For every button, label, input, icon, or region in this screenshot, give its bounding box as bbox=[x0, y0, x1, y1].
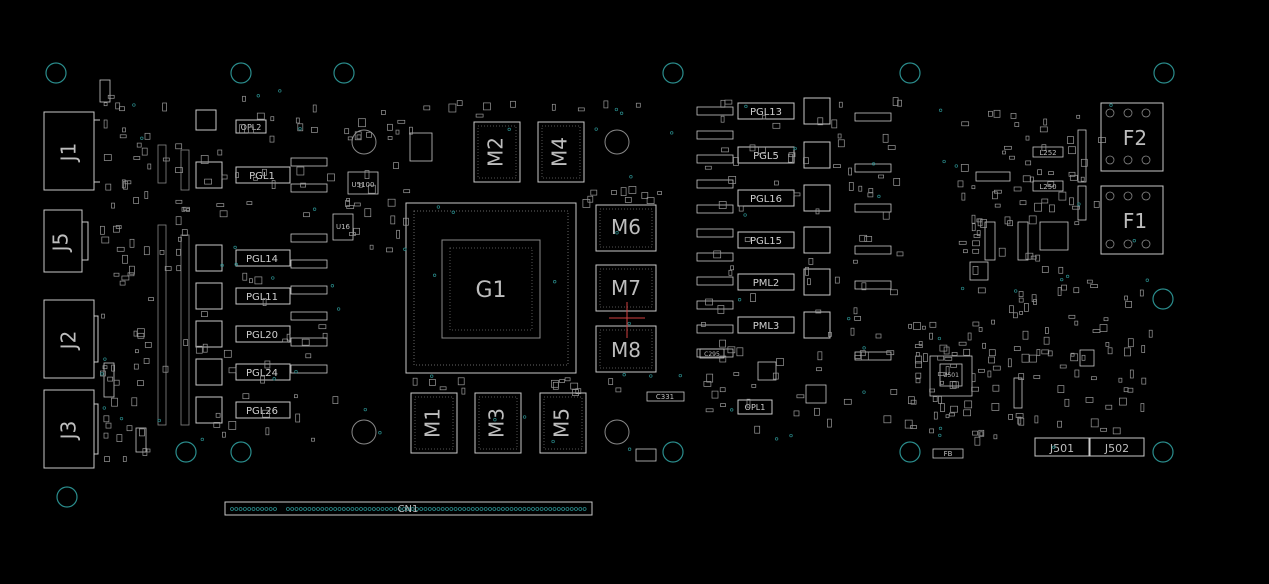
left-inductor-2: PGL14 bbox=[246, 254, 278, 265]
memory-ball-grid bbox=[414, 125, 653, 450]
left-inductor-5: PGL24 bbox=[246, 368, 278, 379]
j501-label: J501 bbox=[1049, 442, 1074, 455]
m5-label: M5 bbox=[550, 408, 574, 438]
pll-label: OPL2 bbox=[241, 123, 262, 132]
right-vrm-inductors bbox=[737, 102, 795, 415]
right-inductor-5: PML2 bbox=[753, 278, 780, 289]
vias bbox=[100, 89, 1149, 451]
c295-label: C295 bbox=[704, 351, 720, 358]
right-inductor-1: PGL13 bbox=[750, 107, 782, 118]
gpu-package bbox=[405, 202, 577, 374]
pcie-edge-connector bbox=[224, 501, 593, 516]
left-inductor-4: PGL20 bbox=[246, 330, 278, 341]
right-inductor-3: PGL16 bbox=[750, 194, 782, 205]
j501-j502-headers bbox=[1034, 437, 1145, 457]
fuses bbox=[1100, 102, 1164, 255]
memory-chips bbox=[410, 121, 657, 454]
j3-label: J3 bbox=[57, 421, 81, 442]
misc-components bbox=[99, 79, 1095, 462]
j5-label: J5 bbox=[49, 233, 73, 254]
gpu-label: G1 bbox=[475, 278, 506, 303]
mounting-holes bbox=[45, 62, 1175, 508]
right-inductor-6: PML3 bbox=[753, 321, 780, 332]
left-vrm-inductors bbox=[235, 119, 291, 419]
right-inductor-4: PGL15 bbox=[750, 236, 782, 247]
f1-label: F1 bbox=[1123, 209, 1147, 233]
right-inductor-2: PGL5 bbox=[753, 151, 779, 162]
fb-label: FB bbox=[944, 450, 953, 458]
u16-label: U16 bbox=[336, 223, 351, 231]
large-holes bbox=[351, 129, 630, 445]
l252-label: L252 bbox=[1039, 149, 1056, 157]
left-decoupling-caps bbox=[290, 157, 328, 374]
right-vrm-mosfets bbox=[803, 97, 831, 339]
left-inductor-3: PGL11 bbox=[246, 292, 278, 303]
left-inductor-1: PGL1 bbox=[249, 171, 275, 182]
j502-label: J502 bbox=[1104, 442, 1129, 455]
m6-label: M6 bbox=[611, 215, 641, 239]
right-pll-label: OPL1 bbox=[745, 403, 766, 412]
fuse-pads bbox=[1105, 108, 1151, 249]
u501-label: U501 bbox=[943, 372, 959, 379]
left-inductor-6: PGL26 bbox=[246, 406, 278, 417]
u5100-label: U5100 bbox=[352, 181, 375, 189]
c331-label: C331 bbox=[656, 393, 674, 401]
m3-label: M3 bbox=[485, 408, 509, 438]
m7-label: M7 bbox=[611, 276, 641, 300]
left-vrm-mosfets bbox=[195, 109, 223, 424]
m1-label: M1 bbox=[421, 408, 445, 438]
origin-marker bbox=[609, 302, 645, 338]
m2-label: M2 bbox=[484, 137, 508, 167]
j2-label: J2 bbox=[57, 331, 81, 352]
cn1-label: CN1 bbox=[398, 504, 419, 515]
right-decoupling-caps bbox=[696, 106, 892, 361]
tiny-passive-components bbox=[100, 94, 1153, 462]
m8-label: M8 bbox=[611, 338, 641, 362]
left-capacitor-column bbox=[157, 144, 190, 426]
f2-label: F2 bbox=[1123, 126, 1147, 150]
left-io-connectors bbox=[43, 111, 100, 469]
m4-label: M4 bbox=[548, 137, 572, 167]
j1-label: J1 bbox=[57, 143, 81, 164]
